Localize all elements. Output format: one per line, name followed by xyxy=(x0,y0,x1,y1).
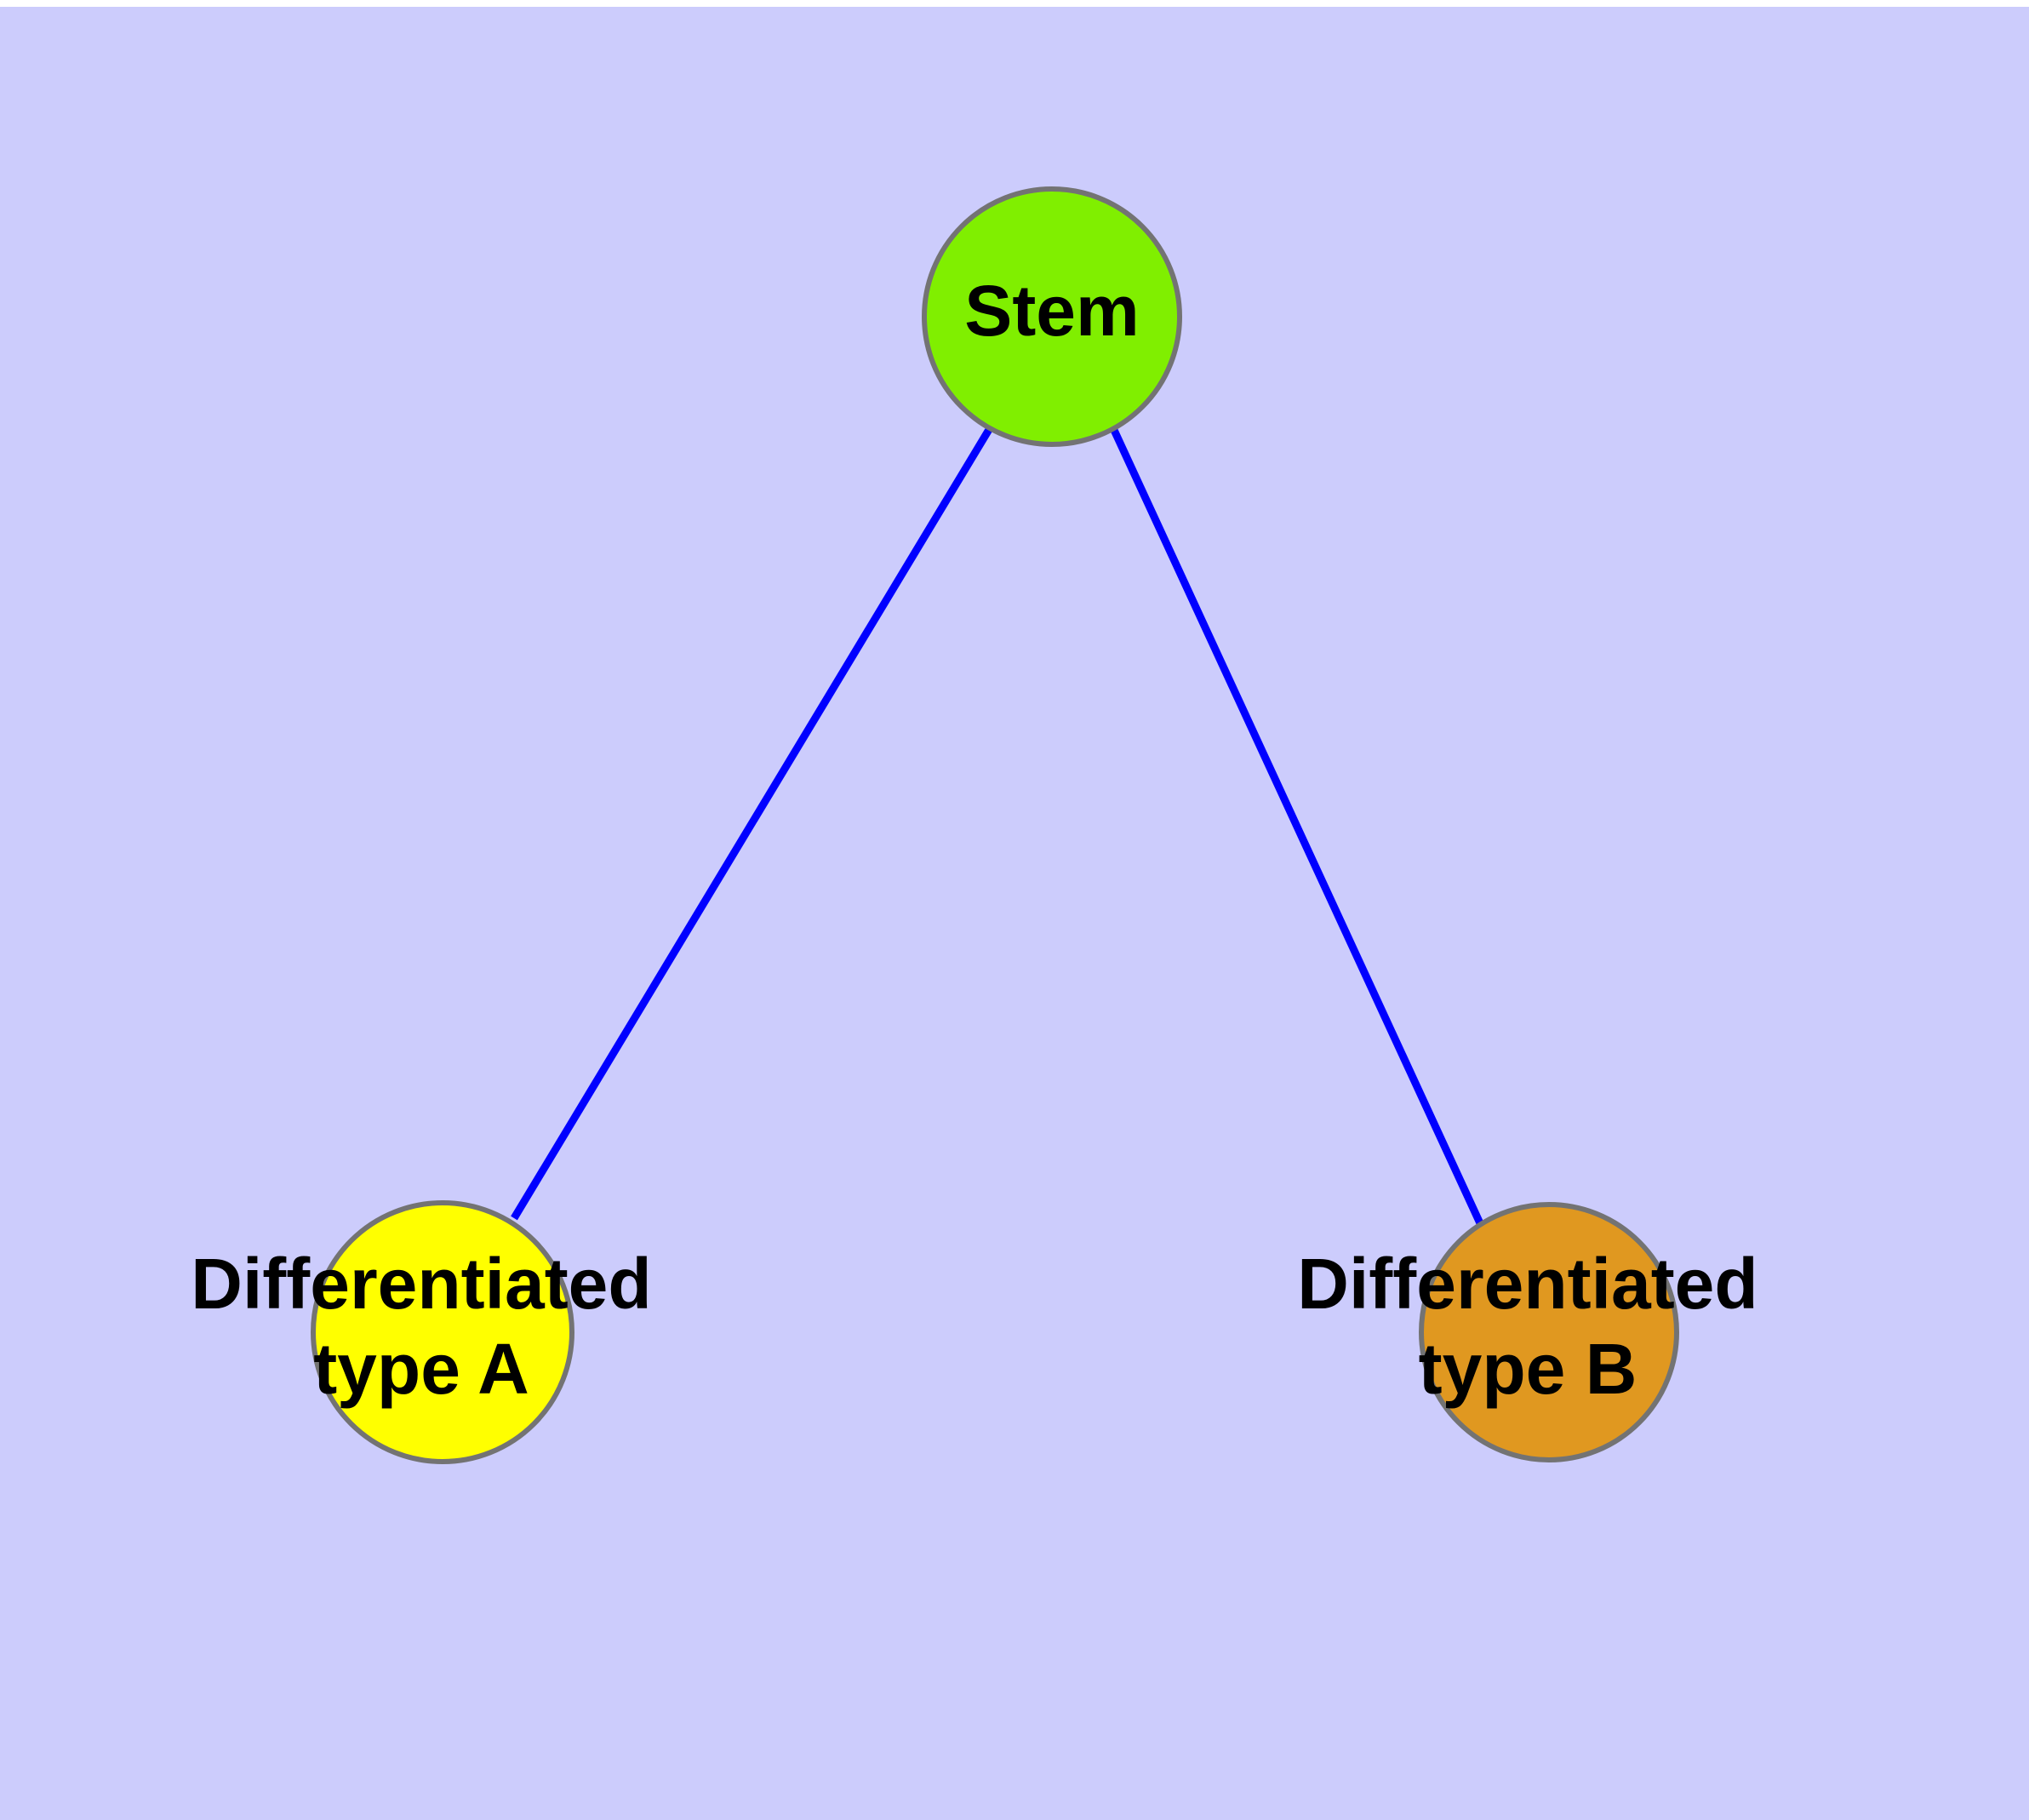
edge-stem-to-diff-a[interactable] xyxy=(511,426,993,1221)
node-diff-a[interactable] xyxy=(311,1200,574,1464)
edges-group xyxy=(511,426,1484,1225)
node-label-line: type A xyxy=(313,1329,529,1409)
nodes-group xyxy=(311,186,1679,1464)
node-label-stem: Stem xyxy=(964,271,1139,351)
edge-stem-to-diff-b[interactable] xyxy=(1109,426,1484,1225)
node-stem[interactable] xyxy=(922,186,1182,447)
node-label-line: Differentiated xyxy=(191,1244,651,1324)
node-diff-b[interactable] xyxy=(1419,1202,1679,1462)
node-label-line: Stem xyxy=(964,271,1139,351)
node-label-line: type B xyxy=(1419,1329,1637,1409)
node-label-line: Differentiated xyxy=(1297,1244,1758,1324)
